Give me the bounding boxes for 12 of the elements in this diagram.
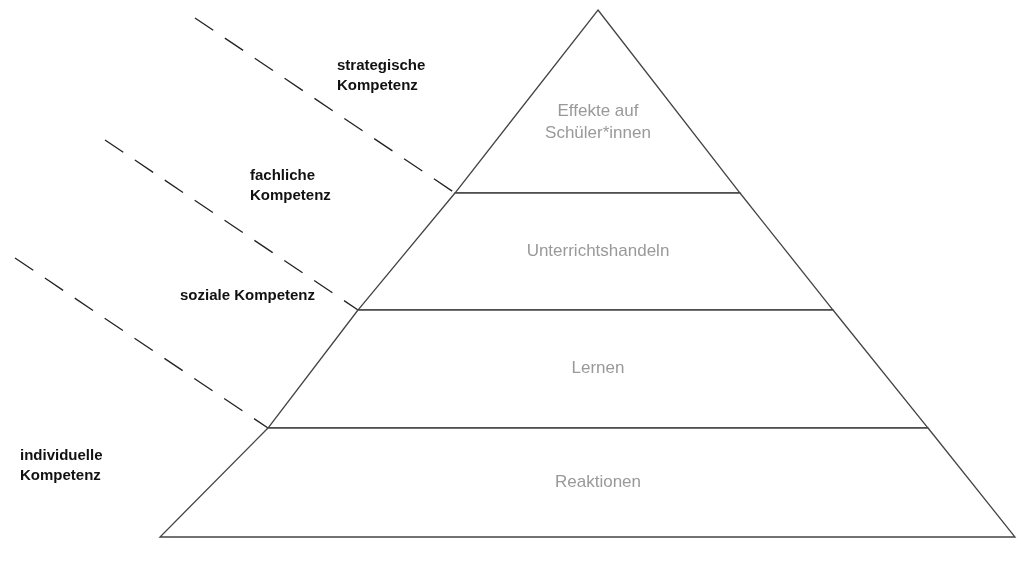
pyramid-layer bbox=[268, 310, 928, 428]
competence-label: individuelle Kompetenz bbox=[20, 445, 104, 486]
competence-label: strategische Kompetenz bbox=[337, 55, 427, 96]
competence-label: soziale Kompetenz bbox=[180, 285, 317, 305]
competence-label: fachliche Kompetenz bbox=[250, 165, 332, 206]
layer-label: Effekte auf Schüler*innen bbox=[544, 100, 652, 145]
pyramid-top-triangle bbox=[455, 10, 740, 193]
pyramid-layer bbox=[160, 428, 1015, 537]
layer-label: Reaktionen bbox=[554, 470, 642, 493]
layer-label: Lernen bbox=[570, 357, 626, 379]
layer-label: Unterrichtshandeln bbox=[525, 239, 671, 262]
pyramid-layer bbox=[358, 193, 833, 310]
